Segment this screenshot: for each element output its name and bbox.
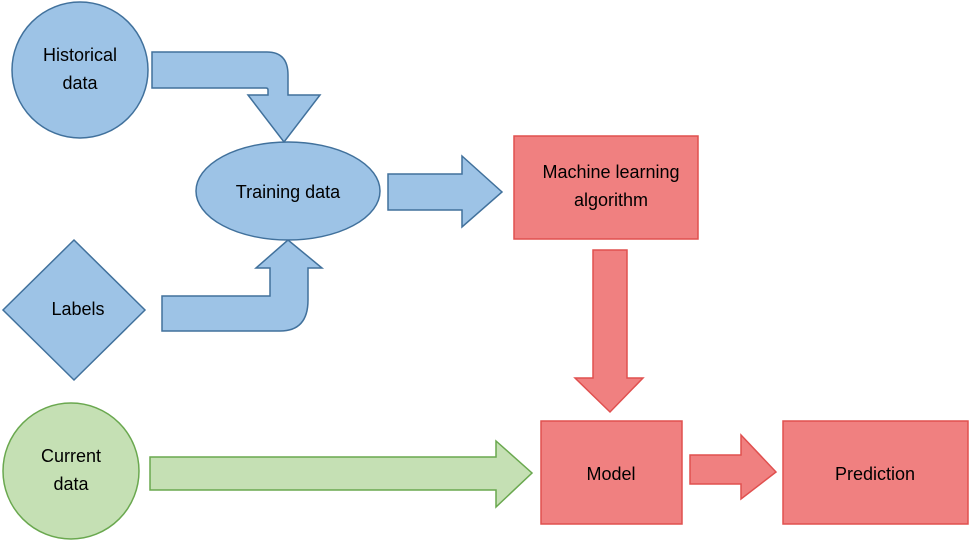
model-label: Model bbox=[586, 464, 635, 484]
historical-data-label-line1: Historical bbox=[43, 45, 117, 65]
current-data-label-line2: data bbox=[53, 474, 89, 494]
node-prediction bbox=[782, 420, 969, 525]
node-training-data bbox=[195, 141, 381, 241]
arrow-historical-to-training bbox=[151, 51, 322, 144]
node-model bbox=[540, 420, 683, 525]
node-labels bbox=[1, 238, 147, 382]
arrow-current-to-model bbox=[149, 439, 534, 509]
training-data-label: Training data bbox=[236, 182, 341, 202]
arrow-algorithm-to-model bbox=[573, 249, 645, 414]
historical-data-label-line2: data bbox=[62, 73, 98, 93]
node-machine-learning-algorithm bbox=[513, 135, 699, 240]
arrow-training-to-algorithm bbox=[387, 154, 504, 229]
algorithm-label-line2: algorithm bbox=[574, 190, 648, 210]
algorithm-label-line1: Machine learning bbox=[542, 162, 679, 182]
arrow-labels-to-training bbox=[161, 239, 325, 332]
current-data-label-line1: Current bbox=[41, 446, 101, 466]
labels-label: Labels bbox=[51, 299, 104, 319]
prediction-label: Prediction bbox=[835, 464, 915, 484]
node-historical-data bbox=[11, 1, 149, 139]
node-current-data bbox=[2, 402, 140, 540]
arrow-model-to-prediction bbox=[689, 433, 778, 501]
